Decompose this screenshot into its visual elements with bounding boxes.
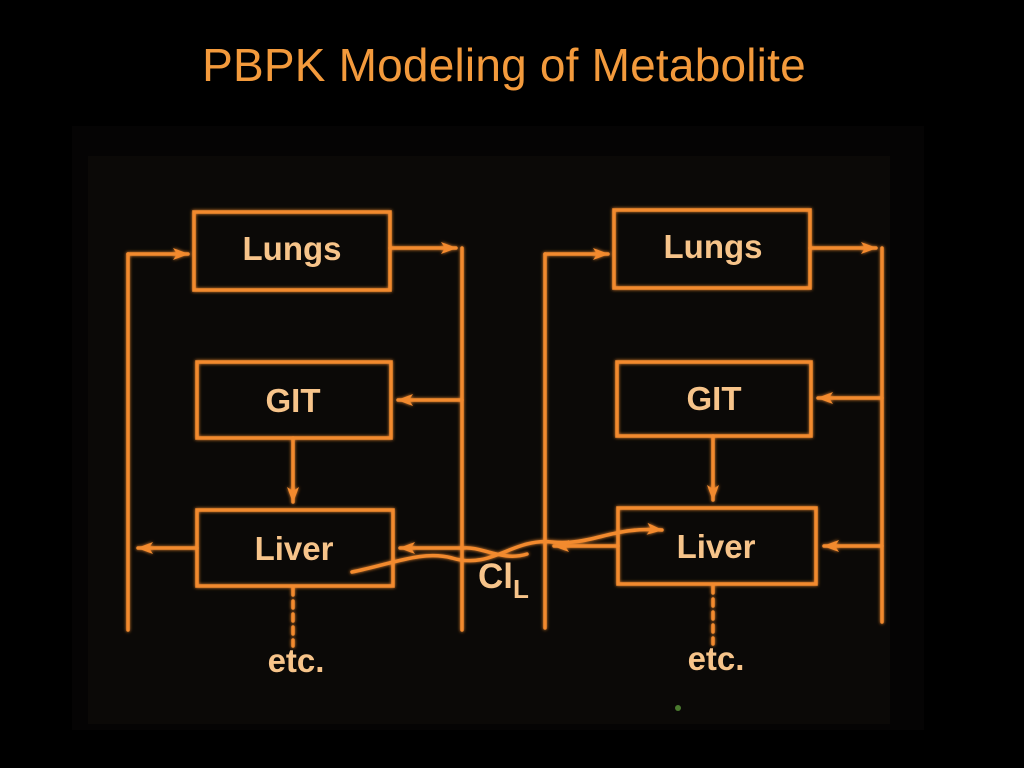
slide-title: PBPK Modeling of Metabolite — [202, 39, 806, 91]
left-model — [126, 210, 464, 648]
left-liver-label: Liver — [255, 530, 334, 567]
photo-speck — [675, 705, 681, 711]
photo-panel — [88, 156, 890, 724]
left-lungs-box — [192, 210, 392, 292]
clearance-label: ClL — [478, 557, 529, 604]
diagram-photo: Lungs GIT Liver etc. Lungs GIT Liver etc… — [72, 126, 924, 730]
left-git-label: GIT — [266, 382, 321, 419]
pbpk-diagram: Lungs GIT Liver etc. Lungs GIT Liver etc… — [72, 126, 924, 730]
right-liver-label: Liver — [677, 528, 756, 565]
right-git-label: GIT — [687, 380, 742, 417]
left-lungs-label: Lungs — [243, 230, 342, 267]
left-liver-return-wave — [461, 546, 529, 558]
right-lungs-label: Lungs — [664, 228, 763, 265]
clearance-wavy-arrow — [350, 522, 664, 574]
clearance-label-subscript: L — [513, 574, 529, 604]
left-etc-label: etc. — [268, 642, 325, 679]
clearance-label-main: Cl — [478, 557, 513, 596]
right-etc-label: etc. — [688, 640, 745, 677]
right-model — [543, 208, 884, 646]
